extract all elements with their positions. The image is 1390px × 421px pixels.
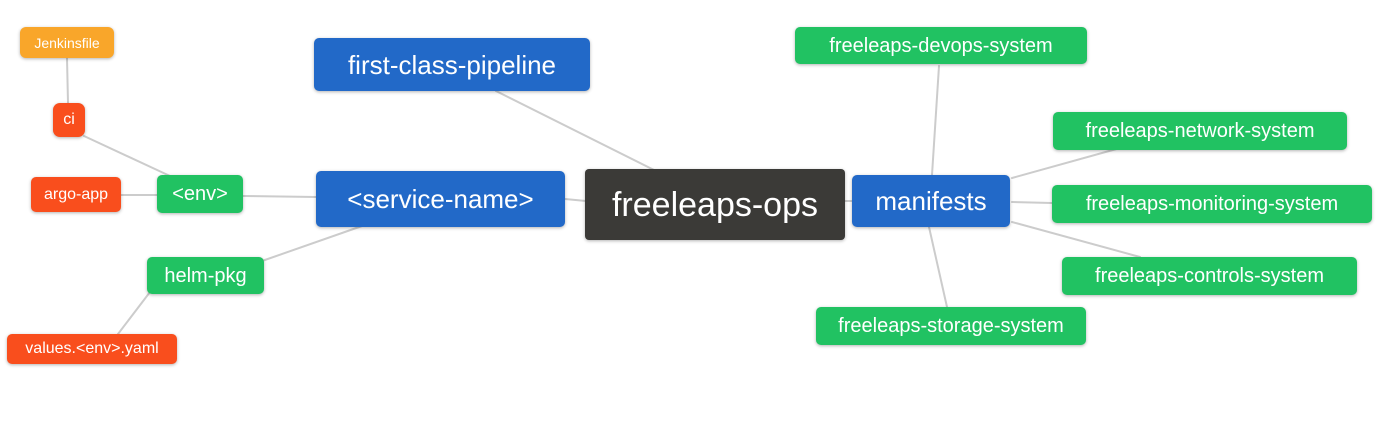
node-freeleaps-storage-system[interactable]: freeleaps-storage-system — [816, 307, 1086, 345]
edge-manifests-storage-system — [928, 226, 948, 308]
node-manifests[interactable]: manifests — [852, 175, 1010, 227]
edge-env-service-name — [242, 195, 317, 198]
node-helm-pkg[interactable]: helm-pkg — [147, 257, 264, 294]
node-ci[interactable]: ci — [53, 103, 85, 137]
edge-pipeline-freeleaps-ops — [495, 90, 657, 172]
node-freeleaps-ops[interactable]: freeleaps-ops — [585, 169, 845, 240]
edge-ci-env — [83, 135, 171, 177]
node-argo-app[interactable]: argo-app — [31, 177, 121, 212]
node-freeleaps-devops-system[interactable]: freeleaps-devops-system — [795, 27, 1087, 64]
node-jenkinsfile[interactable]: Jenkinsfile — [20, 27, 114, 58]
edge-jenkinsfile-ci — [66, 57, 69, 104]
edge-service-name-freeleaps-ops — [564, 198, 587, 202]
edge-manifests-network-system — [1011, 147, 1121, 179]
edge-manifests-controls-system — [1011, 221, 1141, 258]
edge-helm-pkg-service-name — [261, 225, 363, 262]
node-freeleaps-network-system[interactable]: freeleaps-network-system — [1053, 112, 1347, 150]
node-values-env-yaml[interactable]: values.<env>.yaml — [7, 334, 177, 364]
node-freeleaps-controls-system[interactable]: freeleaps-controls-system — [1062, 257, 1357, 295]
node-service-name[interactable]: <service-name> — [316, 171, 565, 227]
node-first-class-pipeline[interactable]: first-class-pipeline — [314, 38, 590, 91]
edge-manifests-monitoring-system — [1011, 201, 1053, 204]
node-freeleaps-monitoring-system[interactable]: freeleaps-monitoring-system — [1052, 185, 1372, 223]
edge-manifests-devops-system — [931, 65, 940, 176]
edge-helm-pkg-values-env-yaml — [117, 291, 151, 335]
node-env[interactable]: <env> — [157, 175, 243, 213]
